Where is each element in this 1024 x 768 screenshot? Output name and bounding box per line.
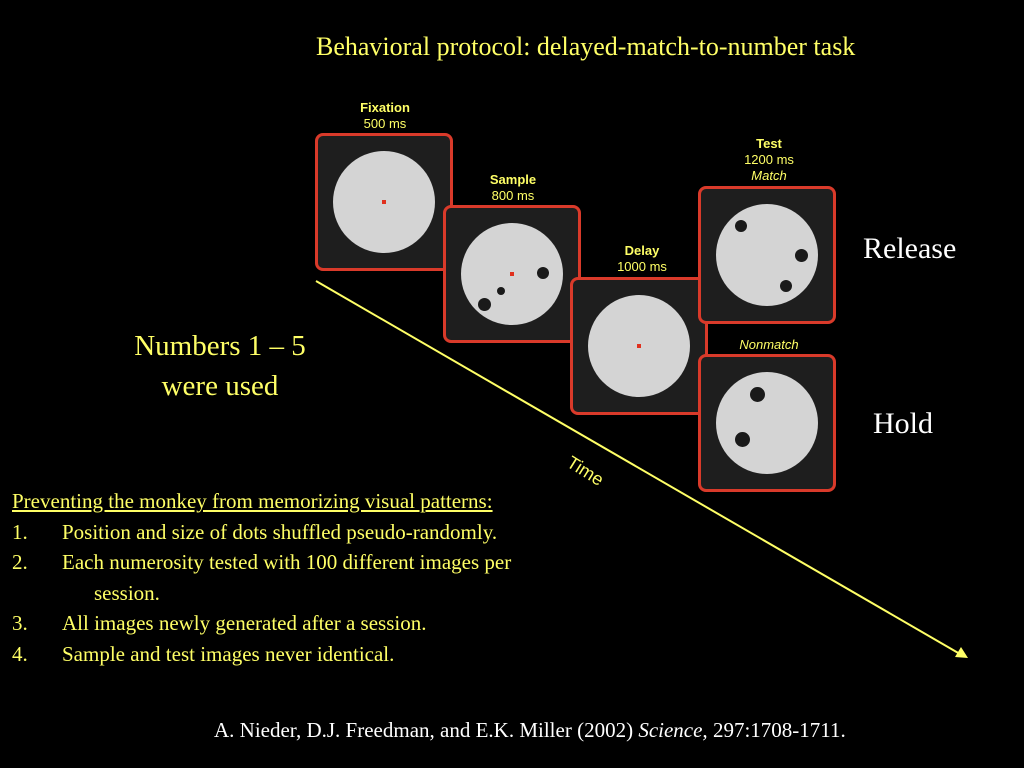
sample-label: Sample 800 ms <box>489 172 537 203</box>
test-nonmatch-screen <box>698 354 836 492</box>
list-item: 1.Position and size of dots shuffled pse… <box>12 519 498 544</box>
list-item: 4.Sample and test images never identical… <box>12 641 395 666</box>
dot <box>497 287 505 295</box>
hold-response: Hold <box>873 407 933 440</box>
dot <box>750 387 765 402</box>
dot <box>795 249 808 262</box>
nonmatch-label: Nonmatch <box>739 337 799 352</box>
dot <box>478 298 491 311</box>
fixation-label: Fixation 500 ms <box>360 100 410 131</box>
fixation-point <box>637 344 641 348</box>
page-title: Behavioral protocol: delayed-match-to-nu… <box>316 32 856 61</box>
stimulus-disc <box>716 204 818 306</box>
fixation-point <box>510 272 514 276</box>
stimulus-disc <box>716 372 818 474</box>
fixation-screen <box>315 133 453 271</box>
release-response: Release <box>863 232 957 265</box>
delay-label: Delay 1000 ms <box>617 243 667 274</box>
citation: A. Nieder, D.J. Freedman, and E.K. Mille… <box>214 718 846 742</box>
stimulus-disc <box>461 223 563 325</box>
stimulus-disc <box>333 151 435 253</box>
list-item-continuation: session. <box>94 580 160 605</box>
test-match-screen <box>698 186 836 324</box>
dot <box>780 280 792 292</box>
dot <box>537 267 549 279</box>
test-label: Test 1200 ms Match <box>744 136 794 183</box>
dot <box>735 432 750 447</box>
list-item: 3.All images newly generated after a ses… <box>12 611 427 635</box>
list-item: 2.Each numerosity tested with 100 differ… <box>12 550 512 574</box>
notes-list: Preventing the monkey from memorizing vi… <box>12 486 632 669</box>
delay-screen <box>570 277 708 415</box>
stimulus-disc <box>588 295 690 397</box>
numbers-note: Numbers 1 – 5 were used <box>134 330 306 402</box>
sample-screen <box>443 205 581 343</box>
fixation-point <box>382 200 386 204</box>
notes-heading: Preventing the monkey from memorizing vi… <box>12 489 493 513</box>
dot <box>735 220 747 232</box>
